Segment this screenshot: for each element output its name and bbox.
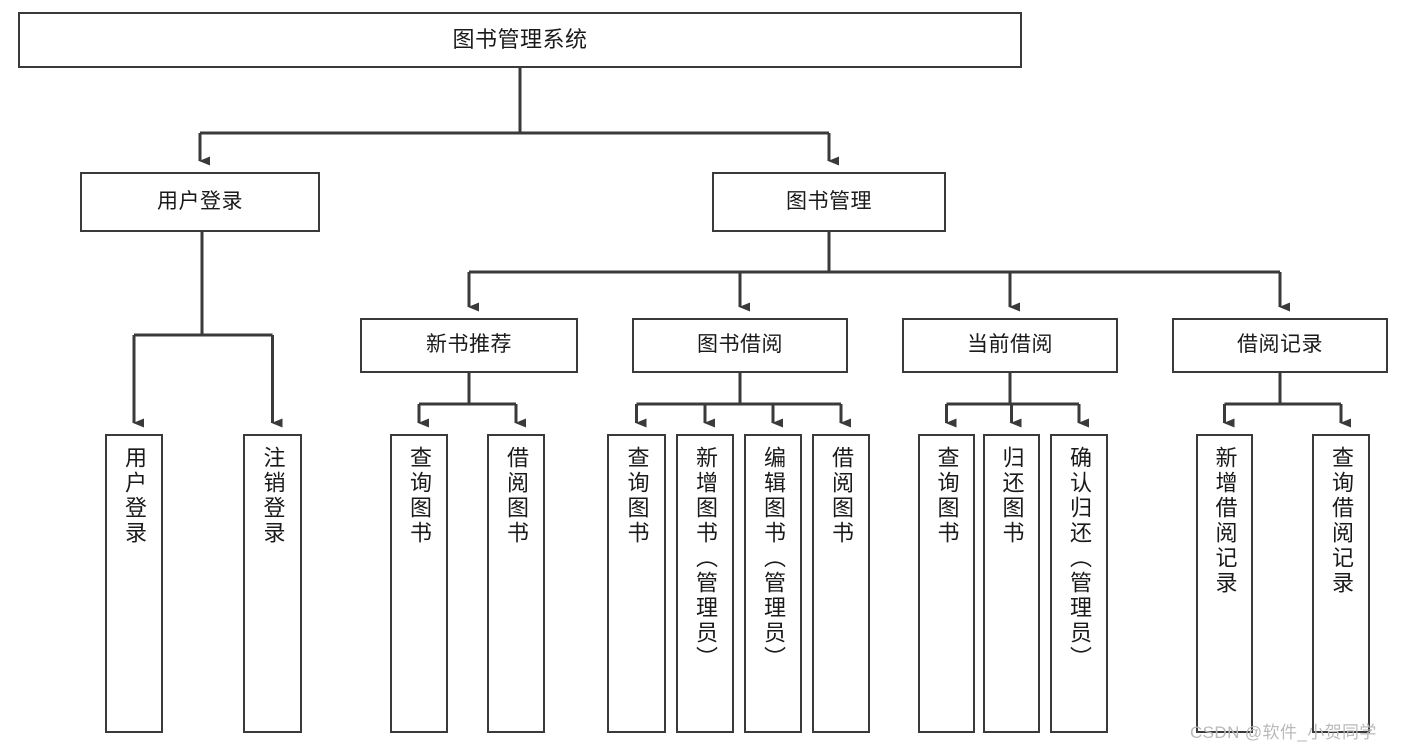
csdn-watermark: CSDN @软件_小贺同学 [1190,723,1377,742]
node-current-borrow[interactable]: 当前借阅 [902,318,1118,373]
node-book-borrow[interactable]: 图书借阅 [632,318,848,373]
node-label: 编辑图书（管理员） [761,446,786,671]
leaf-edit-book-admin[interactable]: 编辑图书（管理员） [744,434,802,733]
node-root[interactable]: 图书管理系统 [18,12,1022,68]
leaf-borrow-book-newbook[interactable]: 借阅图书 [487,434,545,733]
leaf-query-book-borrow[interactable]: 查询图书 [607,434,666,733]
node-label: 查询图书 [407,446,432,546]
node-user-login[interactable]: 用户登录 [80,172,320,232]
node-label: 新增图书（管理员） [693,446,718,671]
leaf-add-book-admin[interactable]: 新增图书（管理员） [676,434,734,733]
node-label: 查询借阅记录 [1329,446,1354,596]
node-borrow-record[interactable]: 借阅记录 [1172,318,1388,373]
node-label: 查询图书 [934,446,960,546]
leaf-query-borrow-record[interactable]: 查询借阅记录 [1312,434,1370,733]
leaf-return-book[interactable]: 归还图书 [983,434,1040,733]
node-label: 借阅记录 [1237,333,1323,357]
node-label: 借阅图书 [829,446,854,546]
node-new-book-recommend[interactable]: 新书推荐 [360,318,578,373]
leaf-add-borrow-record[interactable]: 新增借阅记录 [1196,434,1253,733]
node-label: 查询图书 [624,446,650,546]
node-label: 图书借阅 [697,333,783,357]
node-label: 新书推荐 [426,333,512,357]
node-label: 注销登录 [260,446,286,546]
leaf-logout[interactable]: 注销登录 [243,434,302,733]
node-label: 图书管理 [786,189,872,213]
leaf-confirm-return-admin[interactable]: 确认归还（管理员） [1050,434,1108,733]
node-label: 用户登录 [122,446,147,546]
node-label: 归还图书 [999,446,1025,546]
leaf-user-login[interactable]: 用户登录 [105,434,163,733]
leaf-borrow-book-borrow[interactable]: 借阅图书 [812,434,870,733]
leaf-query-book-current[interactable]: 查询图书 [918,434,975,733]
node-label: 借阅图书 [504,446,529,546]
node-label: 图书管理系统 [452,27,588,53]
node-label: 确认归还（管理员） [1067,446,1092,671]
node-book-manage[interactable]: 图书管理 [712,172,946,232]
node-label: 新增借阅记录 [1212,446,1238,596]
node-label: 用户登录 [157,189,243,213]
node-label: 当前借阅 [967,333,1053,357]
leaf-query-book-newbook[interactable]: 查询图书 [390,434,448,733]
